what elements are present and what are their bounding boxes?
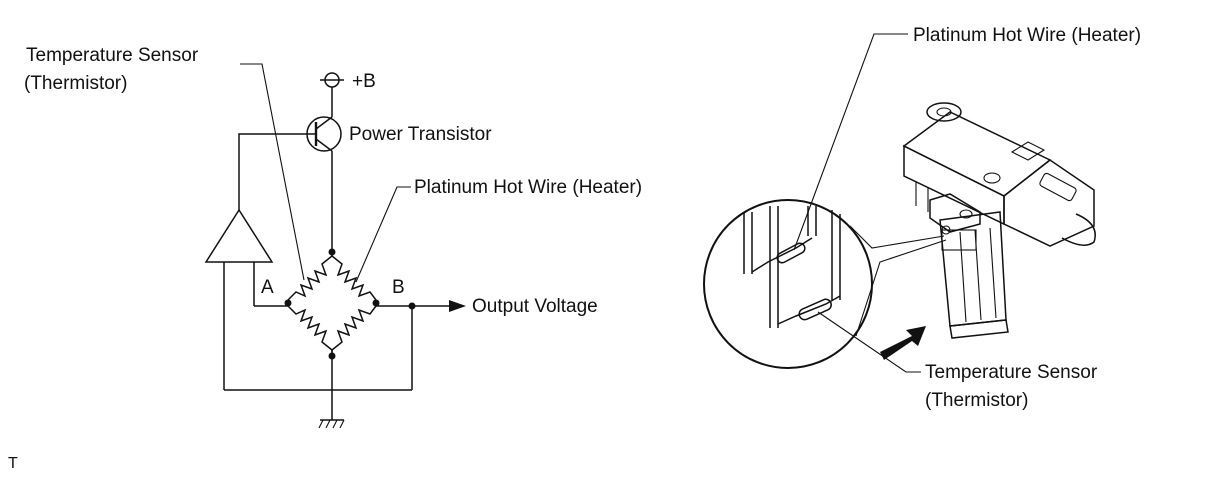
sensor-temp-leader [817, 311, 921, 373]
junction-top [328, 248, 336, 256]
thermistor-resistor [287, 252, 333, 301]
hot-wire-leader-line [355, 186, 411, 283]
node-b-label: B [392, 277, 405, 298]
hot-wire-resistor [331, 252, 377, 301]
bridge-resistor-bottom-left [287, 305, 333, 356]
circuit-temp-sensor-label-line1: Temperature Sensor [26, 45, 199, 66]
circuit-temp-sensor-label-line2: (Thermistor) [24, 73, 127, 94]
junction-a [284, 299, 292, 307]
supply-terminal-symbol [320, 72, 344, 113]
bridge-resistor-bottom-right [331, 305, 377, 356]
junction-b [372, 299, 380, 307]
sensor-connector-housing [902, 102, 1096, 251]
power-transistor-symbol [238, 113, 342, 252]
output-arrow-icon [449, 300, 466, 312]
sensor-hot-wire-leader [793, 33, 908, 251]
sensor-temp-label-line1: Temperature Sensor [925, 362, 1098, 383]
output-voltage-label: Output Voltage [472, 296, 598, 317]
amplifier-symbol [204, 208, 412, 391]
power-transistor-label: Power Transistor [349, 124, 492, 145]
hot-wire-element [776, 242, 806, 264]
airflow-arrow-icon [880, 326, 926, 360]
magnified-detail [703, 199, 947, 369]
plus-b-label: +B [352, 71, 376, 92]
circuit-diagram: +B Power Transistor [24, 45, 642, 429]
sensor-illustration: Platinum Hot Wire (Heater) Temperature S… [703, 25, 1141, 411]
temp-sensor-leader-line [240, 63, 305, 281]
thermistor-element [798, 298, 832, 321]
figure-code: T [8, 455, 18, 472]
ground-symbol [318, 356, 345, 429]
junction-bottom [328, 352, 336, 360]
node-a-label: A [261, 277, 274, 298]
junction-output [408, 302, 416, 310]
sensor-temp-label-line2: (Thermistor) [925, 390, 1028, 411]
circuit-hot-wire-label: Platinum Hot Wire (Heater) [414, 177, 642, 198]
sensor-hot-wire-label: Platinum Hot Wire (Heater) [913, 25, 1141, 46]
